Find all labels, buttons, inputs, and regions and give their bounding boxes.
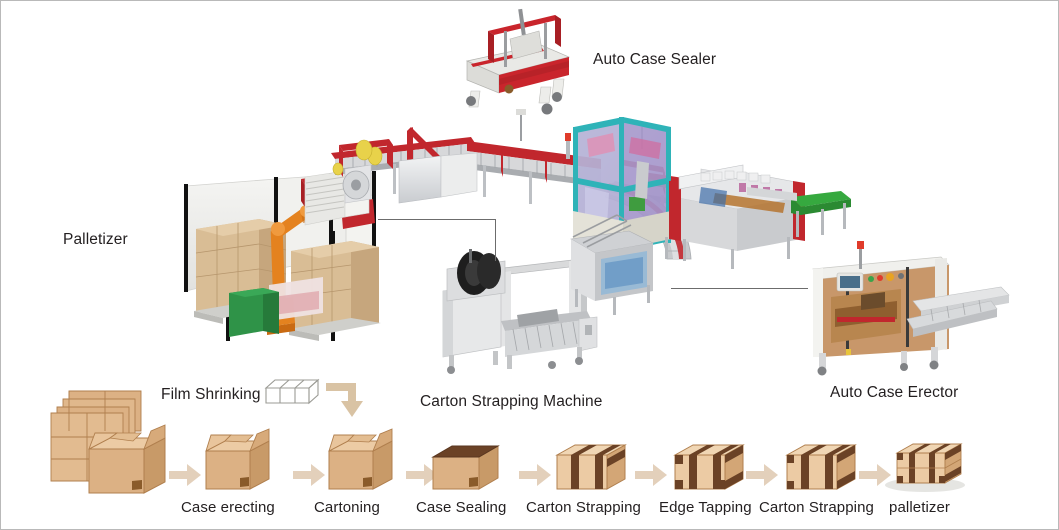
leader-line-erector xyxy=(671,288,808,289)
flat-carton-stack xyxy=(50,390,166,494)
leader-line-strapping-drop xyxy=(495,219,496,261)
curved-roller-conveyor xyxy=(604,181,692,260)
label-auto-case-erector: Auto Case Erector xyxy=(830,384,959,401)
flow-icon-carton-strapping-1 xyxy=(555,444,627,490)
conveyor-drive-motor xyxy=(342,170,370,200)
palletizer-cell xyxy=(184,164,381,341)
flow-label-edge-tapping: Edge Tapping xyxy=(659,499,752,516)
label-film-shrinking: Film Shrinking xyxy=(161,386,261,403)
label-auto-case-sealer: Auto Case Sealer xyxy=(593,51,717,68)
auto-case-sealer-machine xyxy=(465,8,571,115)
flow-icon-case-erecting xyxy=(205,428,270,490)
flow-label-carton-strapping-1: Carton Strapping xyxy=(526,499,642,516)
pallet-stack-left xyxy=(194,219,288,324)
flow-arrow-row xyxy=(169,464,891,486)
leader-line-strapping xyxy=(378,219,496,220)
palletizing-robot-arm xyxy=(265,193,375,335)
flow-label-case-sealing: Case Sealing xyxy=(416,499,507,516)
flow-icon-case-sealing xyxy=(431,445,500,490)
pallet-lift xyxy=(304,170,346,226)
flow-icon-palletizer xyxy=(885,443,965,492)
film-shrink-elbow-arrow xyxy=(326,383,363,417)
green-crate xyxy=(229,288,279,337)
flow-label-palletizer: palletizer xyxy=(889,499,951,516)
flow-icon-edge-tapping xyxy=(673,444,745,490)
roller-conveyor-line xyxy=(331,109,747,236)
auto-case-erector-machine xyxy=(812,241,1010,376)
flow-label-case-erecting: Case erecting xyxy=(181,499,275,516)
carton-strapping-machine-unit xyxy=(442,249,598,374)
film-unwind-unit xyxy=(570,214,654,315)
tunnel-machine xyxy=(669,164,805,269)
film-shrink-wireframe xyxy=(264,378,320,405)
shrink-wrapper-cabin xyxy=(565,117,671,269)
flow-label-carton-strapping-2: Carton Strapping xyxy=(759,499,875,516)
pallet-stack-right xyxy=(289,241,381,341)
label-palletizer: Palletizer xyxy=(63,231,128,248)
green-belt-conveyor xyxy=(747,187,851,237)
flow-icon-cartoning xyxy=(328,428,393,490)
label-carton-strapping-machine: Carton Strapping Machine xyxy=(420,393,603,410)
flow-label-cartoning: Cartoning xyxy=(314,499,380,516)
flow-icon-carton-strapping-2 xyxy=(785,444,857,490)
